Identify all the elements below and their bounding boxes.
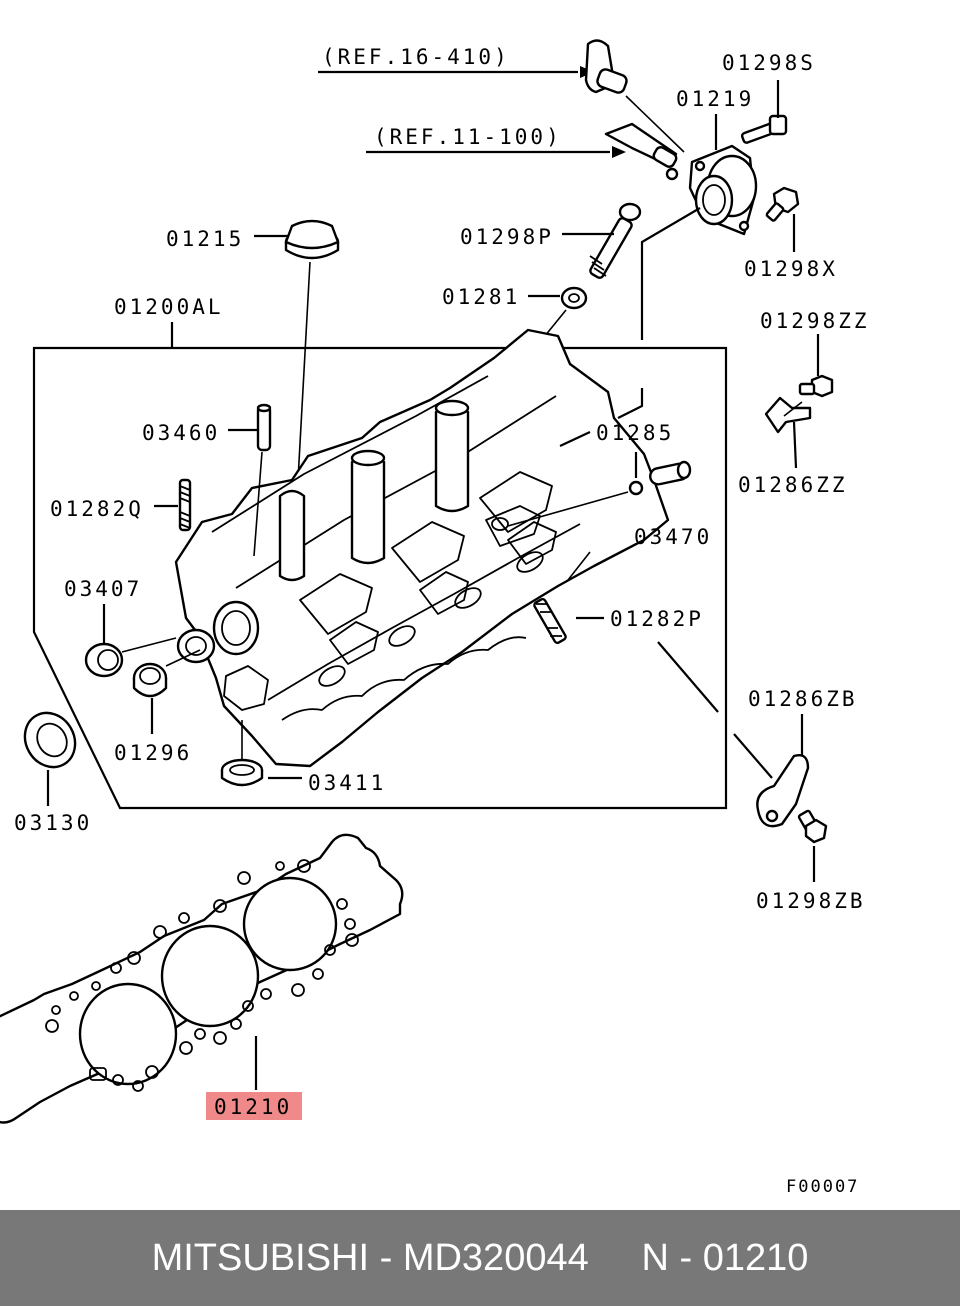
cylinder-head-01200al [174,328,670,768]
label-01215: 01215 [166,227,244,251]
sleeve-03470 [649,460,692,486]
figure-code: F00007 [786,1177,859,1197]
stud-01282q [178,478,192,532]
sleeve-01296 [132,662,168,698]
label-01285: 01285 [596,421,674,445]
label-01298p: 01298P [460,225,554,249]
label-01282p: 01282P [610,607,704,631]
label-03470: 03470 [634,525,712,549]
label-01298x: 01298X [744,257,838,281]
highlight-01210 [206,1092,302,1120]
stud-01282p [533,597,567,645]
label-03407: 03407 [64,577,142,601]
cap-01215 [284,219,340,260]
label-03411: 03411 [308,771,386,795]
label-01286zz: 01286ZZ [738,473,848,497]
bolt-01298p [589,202,642,279]
pin-03460 [256,403,272,452]
label-01298s: 01298S [722,51,816,75]
label-01286zb: 01286ZB [748,687,858,711]
housing-part-01219 [688,144,758,236]
footer-text: MITSUBISHI - MD320044 N - 01210 [151,1236,809,1279]
bolt-01298x [765,186,800,222]
reference-arrow-16-410: (REF.16-410) [318,45,594,78]
bolt-01298zz [798,374,834,398]
reference-arrow-11-100: (REF.11-100) [366,125,626,158]
ring-03411 [220,758,264,787]
label-01296: 01296 [114,741,192,765]
bracket-01286zb [756,754,810,828]
label-01298zb: 01298ZB [756,889,866,913]
label-03130: 03130 [14,811,92,835]
label-01219: 01219 [676,87,754,111]
label-01210: 01210 [214,1095,292,1119]
sensor-part [584,39,685,153]
oil-seal-03130 [23,711,77,769]
bracket-01286zz [764,396,812,434]
label-ref-16-410: (REF.16-410) [322,45,510,69]
cylinder-head-frame [32,346,728,810]
label-01200al: 01200AL [114,295,224,319]
washer-01281 [560,286,588,310]
label-01298zz: 01298ZZ [760,309,870,333]
label-ref-11-100: (REF.11-100) [374,125,562,149]
bracket-part [604,122,679,181]
exploded-parts-diagram: (REF.16-410) (REF.11-100) 01219 01298S [0,39,870,1197]
bolt-01298s [740,114,788,144]
seal-03407 [84,642,124,678]
label-01281: 01281 [442,285,520,309]
head-gasket-01210 [0,833,404,1124]
dowel-01285 [628,480,644,496]
footer-bar: MITSUBISHI - MD320044 N - 01210 [0,1210,960,1306]
label-03460: 03460 [142,421,220,445]
bolt-01298zb [797,809,828,844]
label-01282q: 01282Q [50,497,144,521]
